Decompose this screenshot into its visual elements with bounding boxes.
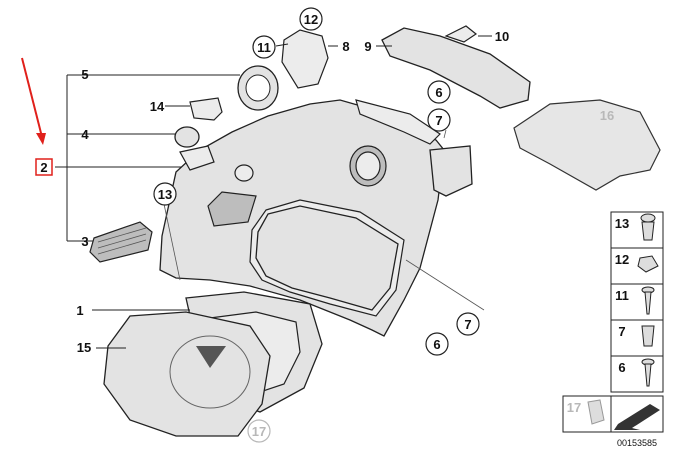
- fastener-label-11: 11: [615, 288, 629, 303]
- callout-10: 10: [495, 29, 509, 44]
- screw-6-icon: [641, 358, 655, 387]
- trim-cap: [444, 25, 478, 43]
- callout-2: 2: [40, 160, 47, 175]
- fastener-label-17: 17: [567, 400, 581, 415]
- parcel-shelf: [513, 99, 661, 191]
- callout-7a: 7: [435, 113, 442, 128]
- trim-clip: [189, 97, 223, 121]
- upper-trim: [381, 27, 531, 109]
- nut-12-icon: [637, 255, 659, 273]
- leader-lines: [92, 35, 492, 349]
- callout-4: 4: [81, 127, 89, 142]
- vent-grille: [89, 221, 153, 263]
- fastener-label-12: 12: [615, 252, 629, 267]
- callout-13: 13: [158, 187, 172, 202]
- callout-8: 8: [342, 39, 349, 54]
- callout-14: 14: [150, 99, 165, 114]
- callout-6b: 6: [433, 337, 440, 352]
- callout-5: 5: [81, 67, 88, 82]
- pointer-arrow: [21, 57, 46, 145]
- callout-6a: 6: [435, 85, 442, 100]
- fastener-label-13: 13: [615, 216, 629, 231]
- group-bracket: [55, 74, 240, 242]
- clip-17-icon: [587, 399, 605, 425]
- callout-9: 9: [364, 39, 371, 54]
- callout-labels: 1 5 4 3 15 14 8 9 10 16 2 11 12 13 6 7 7…: [35, 7, 657, 448]
- reference-number: 00153585: [617, 438, 657, 448]
- direction-arrow-icon: [614, 404, 660, 430]
- speaker-ring: [237, 65, 279, 111]
- callout-12: 12: [304, 12, 318, 27]
- fastener-label-6: 6: [618, 360, 625, 375]
- callout-15: 15: [77, 340, 91, 355]
- cover-cap: [174, 126, 200, 148]
- side-trim-panel: [159, 99, 473, 337]
- fastener-panel: [562, 211, 664, 433]
- clip-7-icon: [641, 325, 655, 347]
- fastener-label-7: 7: [618, 324, 625, 339]
- highlight-box: [35, 158, 53, 176]
- callout-11: 11: [257, 40, 271, 55]
- callout-16: 16: [600, 108, 614, 123]
- callout-3: 3: [81, 234, 88, 249]
- mounting-plate: [281, 29, 329, 89]
- screw-11-icon: [641, 286, 655, 315]
- clip-13-icon: [640, 213, 656, 241]
- callout-7b: 7: [464, 317, 471, 332]
- callout-1: 1: [76, 303, 83, 318]
- pocket-cover: [103, 311, 271, 437]
- callout-17: 17: [252, 424, 266, 439]
